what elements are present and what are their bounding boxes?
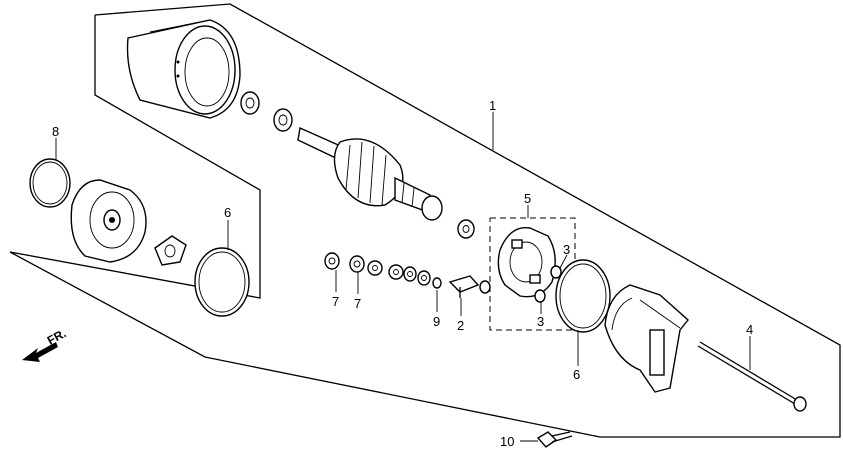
callout-3-upper: 3 — [563, 242, 570, 257]
washer-row-3 — [403, 266, 417, 282]
washer-row-1 — [367, 260, 383, 276]
callout-8: 8 — [52, 124, 59, 139]
callout-9: 9 — [433, 314, 440, 329]
callout-6-front: 6 — [224, 205, 231, 220]
brush-holder-group — [489, 217, 576, 331]
direction-label: FR. — [45, 326, 69, 347]
nut-7b — [349, 255, 365, 273]
callout-6-rear: 6 — [573, 367, 580, 382]
callout-10: 10 — [500, 434, 514, 449]
terminal-bolt-2 — [448, 275, 491, 298]
callout-2: 2 — [457, 318, 464, 333]
washer-row-2 — [388, 264, 404, 280]
front-bracket — [70, 179, 147, 263]
callout-5: 5 — [524, 191, 531, 206]
arrow-icon — [22, 342, 58, 362]
o-ring-8 — [29, 158, 71, 208]
bolt-10 — [536, 431, 573, 448]
washer-upper-2 — [273, 108, 293, 132]
washer-upper-1 — [240, 91, 260, 115]
through-bolt-4 — [697, 341, 807, 412]
nut-7a — [324, 252, 340, 270]
lock-plate — [154, 235, 187, 266]
callout-numbers: 1 2 3 3 4 5 6 6 7 7 8 9 10 — [52, 98, 753, 449]
rear-cover — [604, 284, 689, 393]
yoke-housing — [126, 19, 241, 119]
callout-4: 4 — [746, 322, 753, 337]
leader-lines — [55, 112, 751, 442]
armature — [297, 126, 443, 221]
callout-7b: 7 — [354, 296, 361, 311]
assembly-outline — [9, 3, 841, 438]
callout-7a: 7 — [332, 294, 339, 309]
callout-3-lower: 3 — [537, 314, 544, 329]
callout-1: 1 — [489, 98, 496, 113]
washer-row-4 — [417, 270, 431, 286]
o-ring-6-front — [194, 247, 250, 317]
armature-washer — [457, 219, 475, 239]
front-direction-arrow: FR. — [22, 326, 68, 362]
o-ring-small-9 — [432, 277, 442, 289]
o-ring-6-rear — [555, 259, 611, 333]
